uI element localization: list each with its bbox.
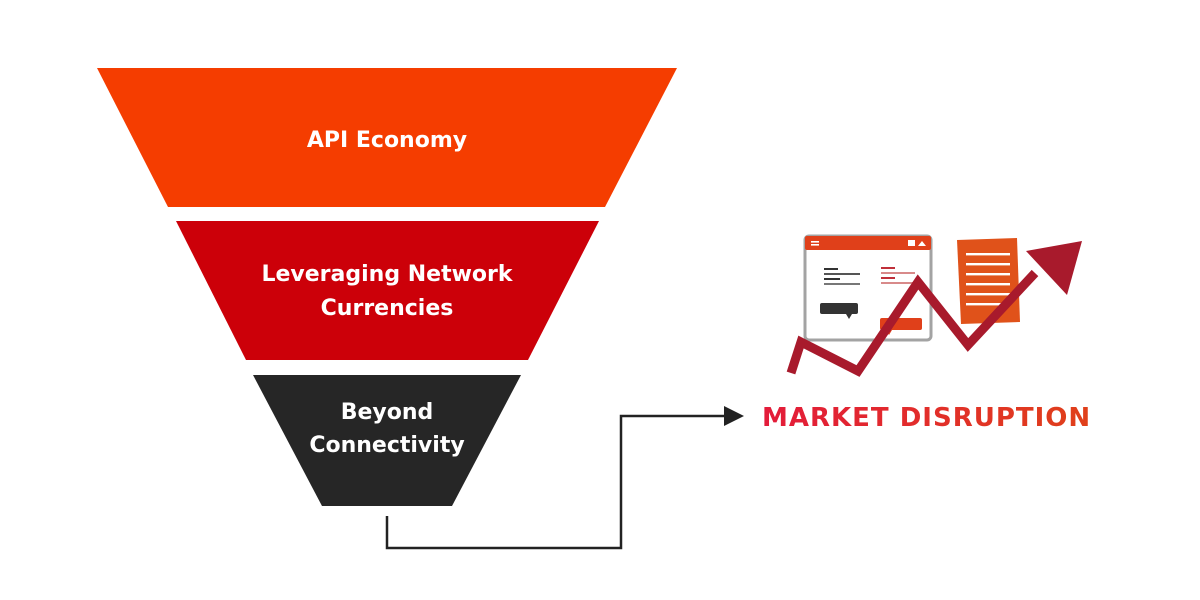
funnel-stage-network-currencies: Leveraging Network Currencies [176, 221, 599, 360]
funnel-connector-arrow-icon [385, 406, 744, 550]
funnel-stage-beyond-connectivity: Beyond Connectivity [253, 375, 521, 506]
funnel-stage-label: Leveraging Network [261, 262, 513, 287]
trend-up-arrow-icon [786, 241, 1082, 377]
funnel-stage-shape [97, 68, 677, 207]
funnel-stage-shape [253, 375, 521, 506]
market-disruption-label: MARKET DISRUPTION [762, 403, 1091, 433]
funnel-stage-label: Connectivity [309, 433, 464, 458]
funnel-stage-label: API Economy [307, 128, 467, 153]
funnel-stage-label: Currencies [321, 296, 454, 321]
funnel-stage-shape [176, 221, 599, 360]
funnel-stage-label: Beyond [341, 400, 434, 425]
funnel-stage-api-economy: API Economy [97, 68, 677, 207]
document-icon [957, 238, 1020, 324]
